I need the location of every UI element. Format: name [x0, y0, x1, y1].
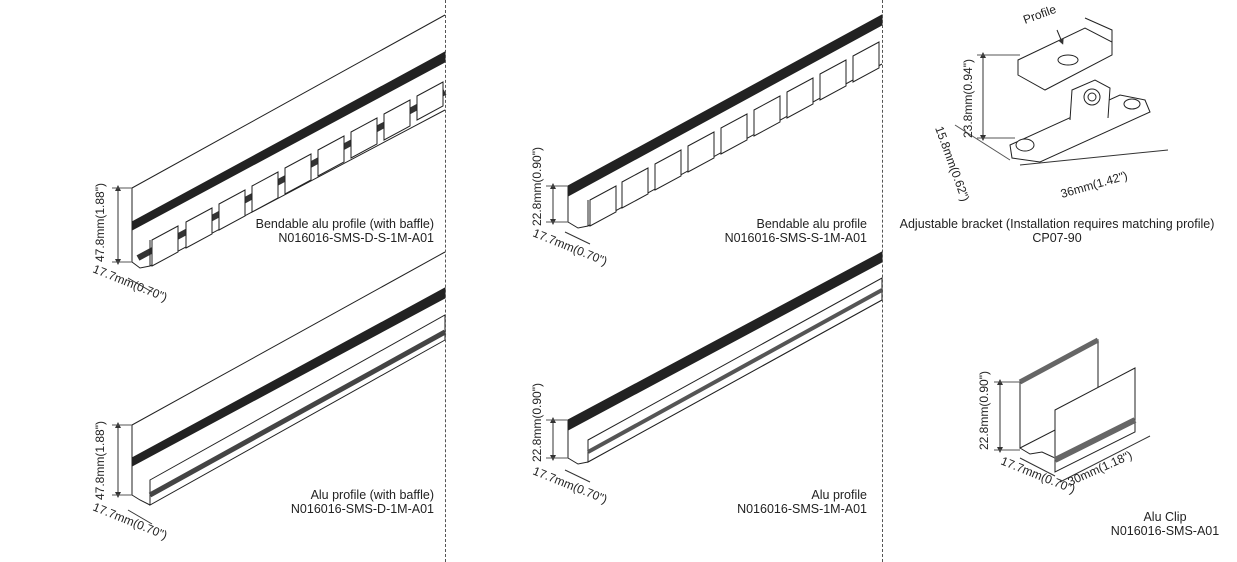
clip-drawing-p6 [994, 337, 1151, 483]
product-name-p3: Adjustable bracket (Installation require… [899, 217, 1215, 231]
length-dim-p3: 36mm(1.42") [1059, 168, 1129, 200]
profile-drawing-p5 [546, 251, 883, 483]
product-name-p1: Bendable alu profile (with baffle) [255, 217, 434, 231]
product-name-p2: Bendable alu profile [756, 217, 868, 231]
column-divider-2 [882, 0, 883, 562]
product-code-p2: N016016-SMS-S-1M-A01 [724, 231, 867, 245]
profile-drawing-p2 [546, 14, 883, 245]
profile-callout: Profile [1021, 2, 1058, 27]
product-code-p6: N016016-SMS-A01 [1110, 524, 1220, 538]
caption-p6: Alu Clip N016016-SMS-A01 [1100, 510, 1230, 538]
product-code-p1: N016016-SMS-D-S-1M-A01 [278, 231, 434, 245]
width-dim-p2: 17.7mm(0.70") [531, 226, 609, 269]
product-code-p5: N016016-SMS-1M-A01 [737, 502, 867, 516]
width-dim-p1: 17.7mm(0.70") [91, 262, 169, 305]
height-dim-p1: 47.8mm(1.88") [93, 183, 107, 262]
product-name-p5: Alu profile [811, 488, 867, 502]
width-dim-p4: 17.7mm(0.70") [91, 500, 169, 543]
caption-p2: Bendable alu profile N016016-SMS-S-1M-A0… [725, 217, 867, 245]
product-code-p4: N016016-SMS-D-1M-A01 [290, 502, 434, 516]
caption-p5: Alu profile N016016-SMS-1M-A01 [737, 488, 867, 516]
height-dim-p6: 22.8mm(0.90") [977, 371, 991, 450]
product-name-p4: Alu profile (with baffle) [310, 488, 434, 502]
width-dim-p5: 17.7mm(0.70") [531, 464, 609, 507]
baffle-windows-p2 [589, 41, 880, 227]
caption-p1: Bendable alu profile (with baffle) N0160… [256, 217, 434, 245]
product-code-p3: CP07-90 [1032, 231, 1082, 245]
profile-drawing-p4 [112, 251, 447, 525]
height-dim-p3: 23.8mm(0.94") [961, 59, 975, 138]
height-dim-p2: 22.8mm(0.90") [530, 147, 544, 226]
profile-drawing-p1 [112, 14, 447, 293]
bracket-drawing-p3 [954, 17, 1169, 166]
height-dim-p5: 22.8mm(0.90") [530, 383, 544, 462]
height-dim-p4: 47.8mm(1.88") [93, 421, 107, 500]
baffle-windows-p1 [151, 81, 444, 267]
column-divider-1 [445, 0, 446, 562]
caption-p3: Adjustable bracket (Installation require… [892, 217, 1222, 245]
product-name-p6: Alu Clip [1143, 510, 1187, 524]
caption-p4: Alu profile (with baffle) N016016-SMS-D-… [291, 488, 434, 516]
